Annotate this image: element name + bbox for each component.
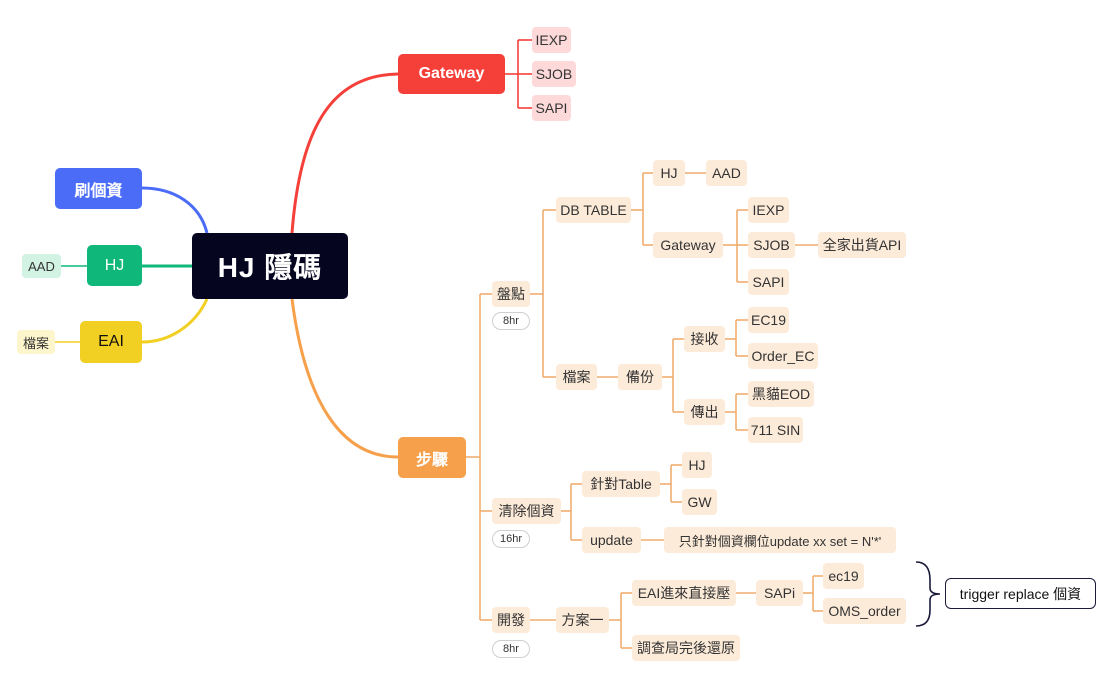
sapi-node[interactable]: SAPi bbox=[756, 580, 803, 606]
link-root-refresh bbox=[141, 186, 209, 234]
update-node[interactable]: update bbox=[582, 527, 641, 553]
db-gateway-sjob-node[interactable]: SJOB bbox=[748, 232, 795, 258]
send-item-tcat-eod[interactable]: 黑貓EOD bbox=[748, 381, 814, 407]
gateway-item-iexp[interactable]: IEXP bbox=[532, 27, 571, 53]
db-gateway-sapi-node[interactable]: SAPI bbox=[748, 269, 789, 295]
for-table-item-hj[interactable]: HJ bbox=[682, 452, 712, 478]
gateway-item-sapi[interactable]: SAPI bbox=[532, 95, 571, 121]
eai-child-files[interactable]: 檔案 bbox=[17, 330, 55, 354]
db-table-hj-aad-node[interactable]: AAD bbox=[706, 160, 747, 186]
develop-hours-badge: 8hr bbox=[492, 640, 530, 658]
backup-node[interactable]: 備份 bbox=[618, 364, 662, 390]
files-node[interactable]: 檔案 bbox=[556, 364, 597, 390]
refresh-node[interactable]: 刷個資 bbox=[55, 168, 142, 209]
restore-node[interactable]: 調查局完後還原 bbox=[632, 635, 740, 661]
inventory-hours-badge: 8hr bbox=[492, 312, 530, 330]
hj-node[interactable]: HJ bbox=[87, 245, 142, 286]
link-root-eai bbox=[141, 298, 209, 344]
link-root-steps bbox=[290, 298, 399, 459]
for-table-node[interactable]: 針對Table bbox=[582, 471, 660, 497]
gateway-links bbox=[505, 39, 532, 109]
eai-node[interactable]: EAI bbox=[80, 321, 142, 363]
gateway-node[interactable]: Gateway bbox=[398, 54, 505, 94]
receive-node[interactable]: 接收 bbox=[684, 326, 725, 352]
steps-node[interactable]: 步驟 bbox=[398, 437, 466, 478]
for-table-item-gw[interactable]: GW bbox=[682, 489, 717, 515]
receive-item-order-ec[interactable]: Order_EC bbox=[748, 343, 818, 369]
develop-node[interactable]: 開發 bbox=[492, 607, 530, 633]
receive-item-ec19[interactable]: EC19 bbox=[748, 307, 789, 333]
db-table-hj-node[interactable]: HJ bbox=[653, 160, 685, 186]
db-table-node[interactable]: DB TABLE bbox=[556, 197, 631, 223]
send-item-711-sin[interactable]: 711 SIN bbox=[748, 417, 803, 443]
trigger-callout[interactable]: trigger replace 個資 bbox=[945, 578, 1096, 609]
eai-direct-node[interactable]: EAI進來直接壓 bbox=[632, 580, 736, 606]
clear-node[interactable]: 清除個資 bbox=[492, 498, 561, 524]
plan-one-node[interactable]: 方案一 bbox=[556, 607, 609, 633]
clear-hours-badge: 16hr bbox=[492, 530, 530, 548]
sapi-item-ec19[interactable]: ec19 bbox=[823, 563, 864, 589]
db-table-gateway-node[interactable]: Gateway bbox=[653, 232, 723, 258]
db-gateway-sjob-api-node[interactable]: 全家出貨API bbox=[818, 232, 906, 258]
steps-links bbox=[466, 172, 823, 649]
callout-brace bbox=[915, 561, 941, 627]
link-root-gateway bbox=[290, 72, 399, 234]
root-node[interactable]: HJ 隱碼 bbox=[192, 233, 348, 299]
gateway-item-sjob[interactable]: SJOB bbox=[532, 61, 576, 87]
hj-child-aad[interactable]: AAD bbox=[22, 254, 61, 278]
update-detail-node[interactable]: 只針對個資欄位update xx set = N'*' bbox=[664, 527, 896, 553]
inventory-node[interactable]: 盤點 bbox=[492, 281, 530, 307]
sapi-item-oms-order[interactable]: OMS_order bbox=[823, 598, 906, 624]
db-gateway-iexp-node[interactable]: IEXP bbox=[748, 197, 789, 223]
send-node[interactable]: 傳出 bbox=[684, 399, 725, 425]
